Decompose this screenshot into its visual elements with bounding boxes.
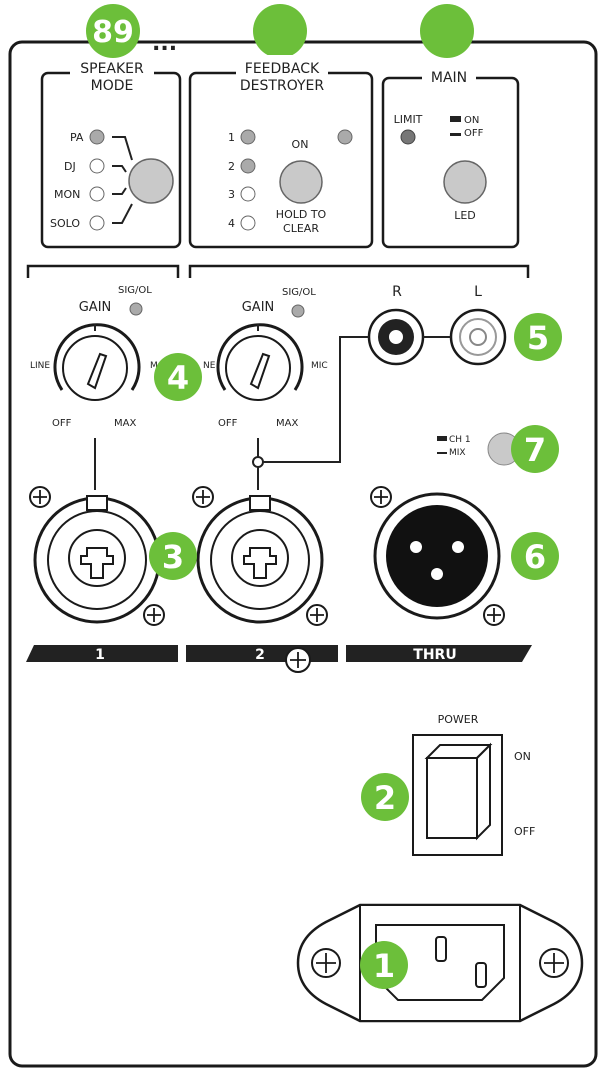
fb-channel-1-led (240, 129, 256, 145)
fb-hold-label-1: HOLD TO (276, 208, 327, 221)
callout-7 (511, 425, 559, 473)
power-rocker-switch[interactable] (424, 742, 493, 841)
channel1-bar-label: 1 (95, 647, 105, 663)
led-on-label: ON (464, 115, 479, 126)
ch1-max-label: MAX (114, 418, 136, 429)
mode-pa-label: PA (70, 131, 84, 144)
callout-top-middle (253, 4, 307, 58)
mode-mon-label: MON (54, 188, 80, 201)
fb-channel-4-label: 4 (228, 217, 235, 230)
main-title: MAIN (431, 70, 467, 86)
ch1-sigol-led (129, 302, 143, 316)
callout-7-number: 7 (524, 431, 546, 469)
power-title: POWER (438, 713, 479, 726)
channel1-gain-section: GAIN SIG/OL LINE M OFF MAX (30, 285, 158, 490)
ch2-gain-label: GAIN (242, 300, 275, 315)
callout-5 (514, 313, 562, 361)
mode-mon-led (89, 186, 105, 202)
callout-4-number: 4 (167, 359, 189, 397)
feedback-title-2: DESTROYER (240, 78, 324, 94)
mix-switch-label: MIX (449, 448, 466, 458)
callout-6 (511, 532, 559, 580)
callout-4 (154, 353, 202, 401)
feedback-title-1: FEEDBACK (245, 61, 320, 77)
speaker-mode-button[interactable] (128, 158, 174, 204)
ch2-sigol-label: SIG/OL (282, 287, 316, 298)
power-inlet[interactable] (296, 903, 584, 1023)
main-section: MAIN LIMIT ON OFF LED (381, 64, 520, 249)
callout-top-right (420, 4, 474, 58)
fb-channel-1-label: 1 (228, 131, 235, 144)
xlr-thru-jack[interactable] (370, 486, 505, 626)
callout-1 (360, 941, 408, 989)
ch2-max-label: MAX (276, 418, 298, 429)
ch1-switch-label: CH 1 (449, 435, 471, 445)
mode-pa-led (89, 129, 105, 145)
callout-1-number: 1 (373, 947, 395, 985)
power-on-label: ON (514, 750, 531, 763)
led-toggle-button[interactable] (443, 160, 487, 204)
feedback-destroyer-button[interactable] (279, 160, 323, 204)
rca-r-label: R (392, 284, 402, 300)
speaker-mode-section: SPEAKER MODE PA DJ MON SOLO (40, 58, 182, 249)
callout-5-number: 5 (527, 319, 549, 357)
led-label: LED (454, 209, 476, 222)
ch1-mic-label: M (150, 361, 158, 371)
feedback-destroyer-section: FEEDBACK DESTROYER 1 2 3 4 ON HOLD TO CL… (188, 55, 374, 249)
ch2-sigol-led (291, 304, 305, 318)
led-off-label: OFF (464, 128, 484, 139)
mode-solo-led (89, 215, 105, 231)
ch2-mic-label: MIC (311, 361, 328, 371)
thru-bar-label: THRU (413, 647, 456, 663)
callout-top-dots: ... (152, 31, 177, 56)
ch1-off-label: OFF (52, 418, 72, 429)
fb-channel-3-label: 3 (228, 188, 235, 201)
callout-2 (361, 773, 409, 821)
callout-top-left (86, 4, 140, 58)
callout-top-left-number: 89 (92, 15, 134, 50)
power-section: POWER ON OFF (412, 713, 535, 856)
fb-hold-label-2: CLEAR (283, 222, 319, 235)
rca-section: R L (252, 284, 507, 468)
ch2-off-label: OFF (218, 418, 238, 429)
channel1-bar (26, 645, 178, 662)
fb-on-label: ON (292, 138, 309, 151)
limit-label: LIMIT (394, 113, 423, 126)
fb-channel-4-led (240, 215, 256, 231)
thru-bar (346, 645, 532, 662)
rca-l-label: L (474, 284, 482, 300)
channel2-bracket (188, 264, 530, 278)
channel1-bracket (26, 264, 180, 278)
callout-3 (149, 532, 197, 580)
ch1-gain-label: GAIN (79, 300, 112, 315)
fb-on-led (337, 129, 353, 145)
fb-channel-3-led (240, 186, 256, 202)
ch1-line-label: LINE (30, 361, 50, 371)
limit-led (400, 129, 416, 145)
ch1-sigol-label: SIG/OL (118, 285, 152, 296)
channel2-gain-section: GAIN SIG/OL NE MIC OFF MAX (203, 287, 328, 490)
power-off-label: OFF (514, 825, 535, 838)
mode-dj-led (89, 158, 105, 174)
fb-channel-2-led (240, 158, 256, 174)
callout-3-number: 3 (162, 538, 184, 576)
mode-dj-label: DJ (64, 160, 76, 173)
speaker-mode-title-1: SPEAKER (80, 61, 144, 77)
callout-6-number: 6 (524, 538, 546, 576)
callout-2-number: 2 (374, 779, 396, 817)
speaker-mode-title-2: MODE (91, 78, 134, 94)
mode-solo-label: SOLO (50, 217, 80, 230)
fb-channel-2-label: 2 (228, 160, 235, 173)
ch2-line-label: NE (203, 361, 216, 371)
channel2-bar-label: 2 (255, 647, 265, 663)
combo-jack-2[interactable] (192, 486, 328, 626)
